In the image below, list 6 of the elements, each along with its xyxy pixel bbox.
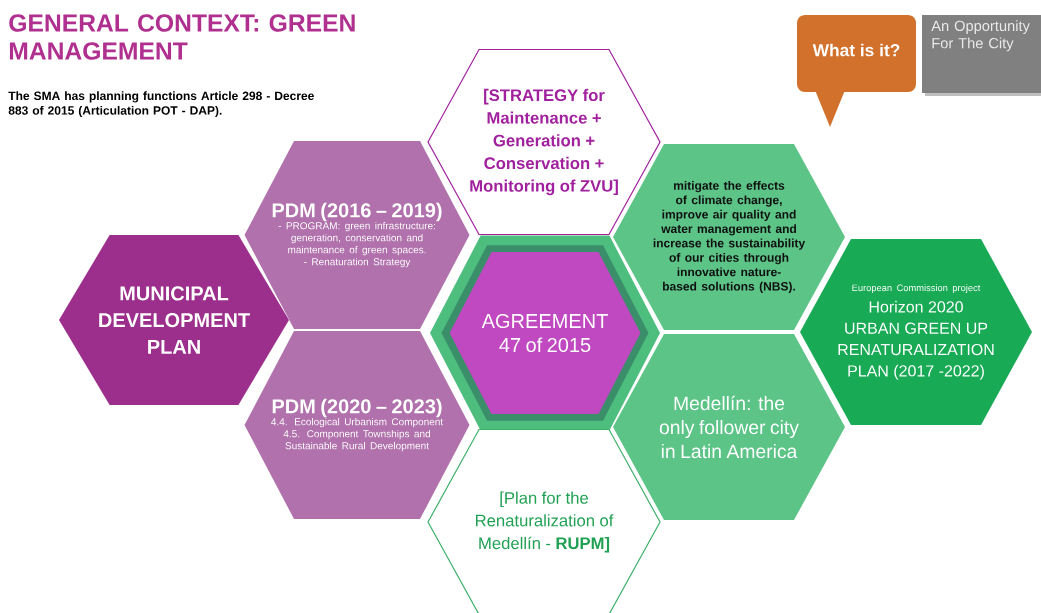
note-text: The SMA has planning functions Article 298 - Decree 883 of 2015 (Articulation POT - DAP). <box>8 91 314 118</box>
hexagon: PDM (2020 – 2023) 4.4. Ecological Urbanism Component 4.5. Component Townships and Sustainable Rural Development <box>244 331 470 519</box>
node-label: [Plan for the Renaturalization of Medellín - RUPM] <box>475 491 614 553</box>
info-box: An Opportunity For The City <box>922 15 1041 96</box>
speech-bubble: What is it? <box>797 15 916 127</box>
title: GENERAL CONTEXT: GREEN MANAGEMENT <box>9 14 355 60</box>
